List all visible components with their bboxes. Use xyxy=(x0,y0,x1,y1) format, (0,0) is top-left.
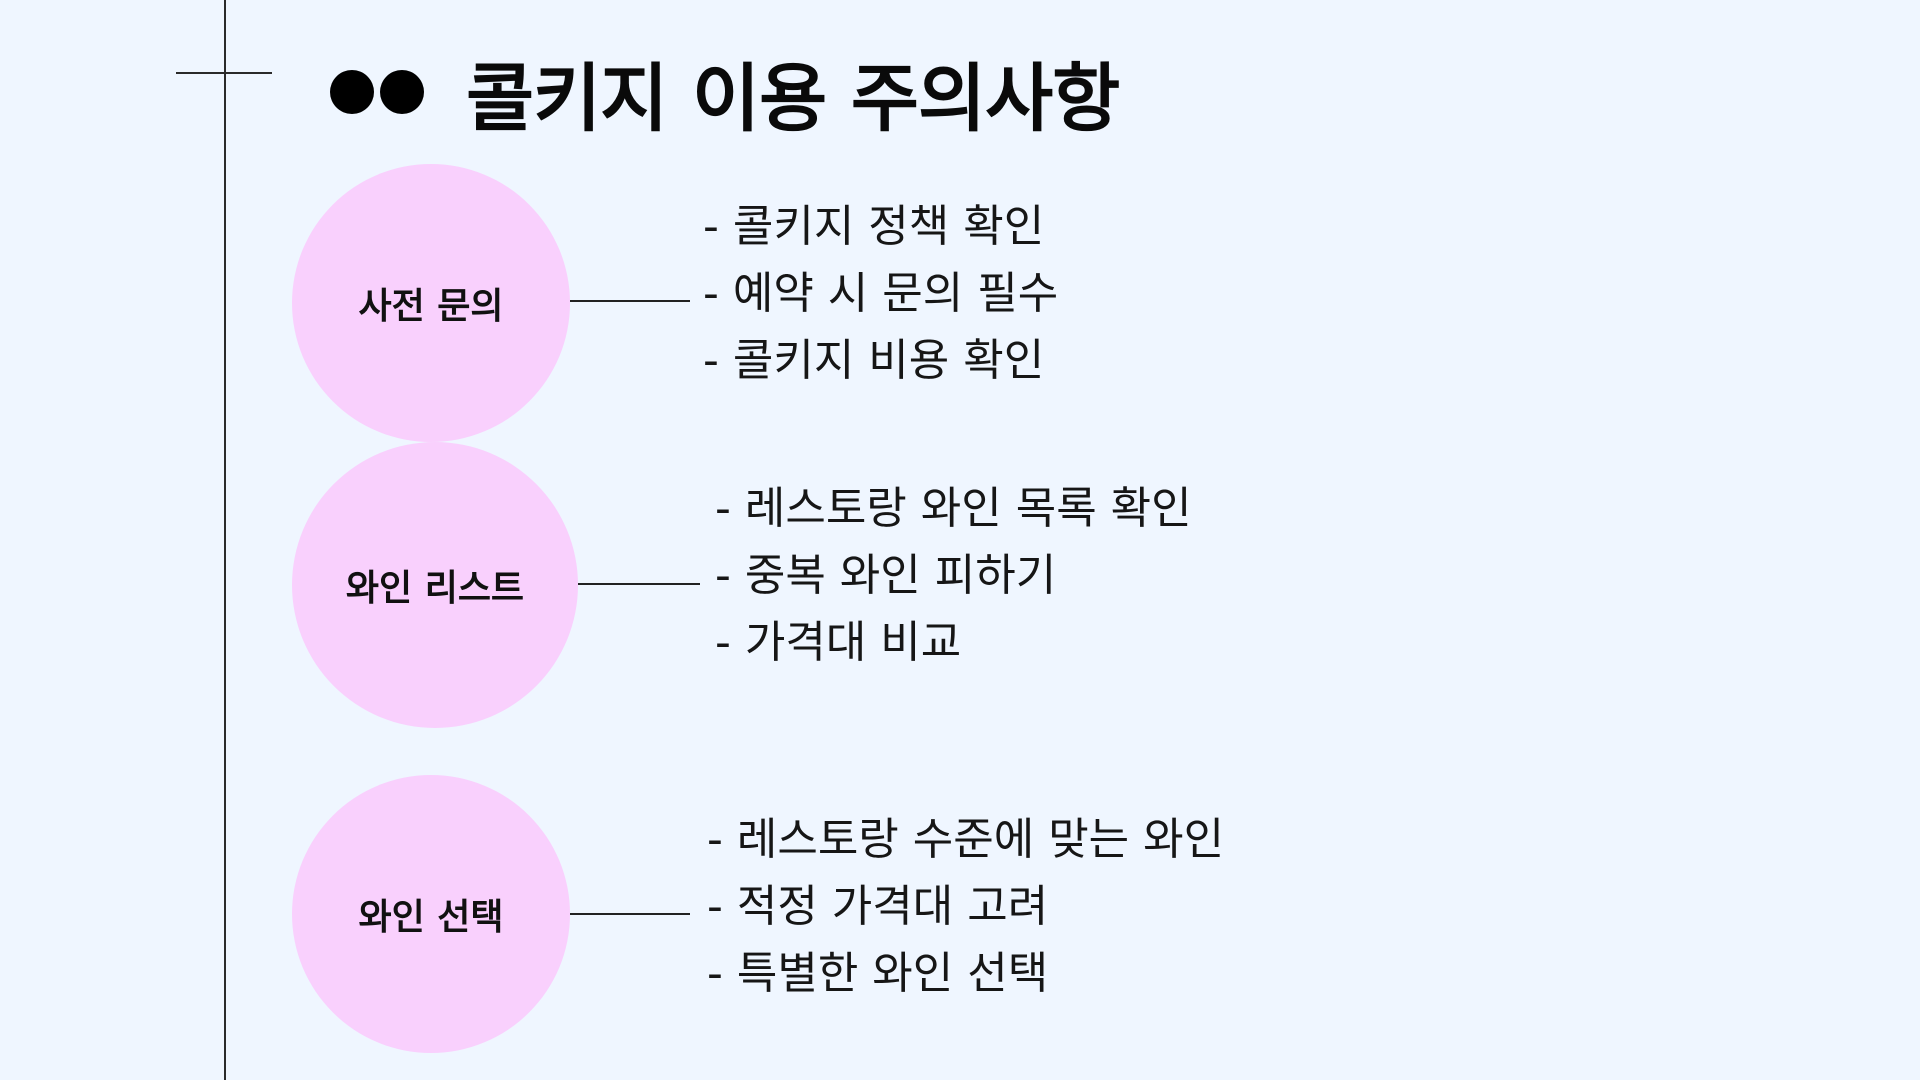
list-item: - 특별한 와인 선택 xyxy=(707,948,1049,999)
list-item: - 레스토랑 수준에 맞는 와인 xyxy=(707,814,1225,865)
topic-label: 와인 리스트 xyxy=(345,568,525,609)
bullet-list: - 콜키지 정책 확인 - 예약 시 문의 필수 - 콜키지 비용 확인 xyxy=(703,193,1058,394)
list-item: - 콜키지 비용 확인 xyxy=(703,335,1045,386)
bullet-list: - 레스토랑 와인 목록 확인 - 중복 와인 피하기 - 가격대 비교 xyxy=(715,475,1192,676)
connector-line xyxy=(570,300,690,302)
topic-circle: 와인 선택 xyxy=(292,775,570,1053)
connector-line xyxy=(578,583,700,585)
topic-label: 사전 문의 xyxy=(358,286,504,327)
horizontal-tick-mark xyxy=(176,72,272,74)
title-row: 콜키지 이용 주의사항 xyxy=(330,40,1120,144)
topic-circle: 사전 문의 xyxy=(292,164,570,442)
list-item: - 예약 시 문의 필수 xyxy=(703,268,1059,319)
list-item: - 콜키지 정책 확인 xyxy=(703,201,1045,252)
list-item: - 중복 와인 피하기 xyxy=(715,550,1057,601)
list-item: - 가격대 비교 xyxy=(715,617,962,668)
list-item: - 적정 가격대 고려 xyxy=(707,881,1049,932)
connector-line xyxy=(570,913,690,915)
topic-circle: 와인 리스트 xyxy=(292,442,578,728)
vertical-guide-line xyxy=(224,0,226,1080)
bullet-dot-icon xyxy=(330,70,374,114)
bullet-dot-icon xyxy=(380,70,424,114)
bullet-list: - 레스토랑 수준에 맞는 와인 - 적정 가격대 고려 - 특별한 와인 선택 xyxy=(707,806,1224,1007)
list-item: - 레스토랑 와인 목록 확인 xyxy=(715,483,1192,534)
page-title: 콜키지 이용 주의사항 xyxy=(466,55,1120,142)
topic-label: 와인 선택 xyxy=(358,897,504,938)
